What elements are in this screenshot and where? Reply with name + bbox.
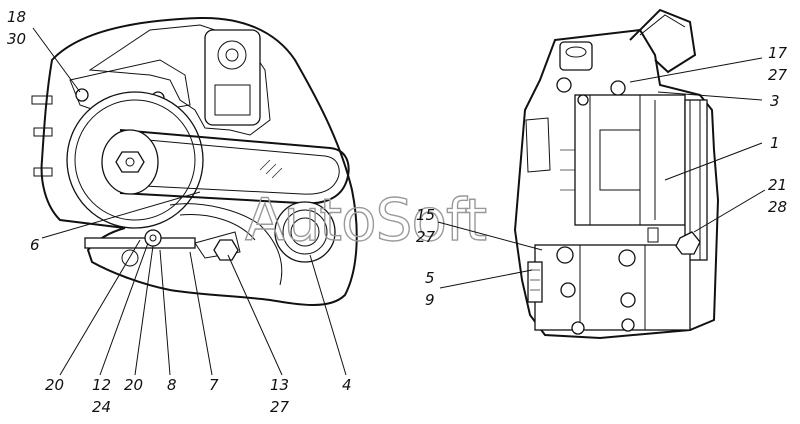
callout-9: 9 <box>425 291 435 309</box>
bracket-bolt-b <box>618 249 636 267</box>
callout-28: 28 <box>768 198 787 216</box>
upper-housing-bore <box>225 48 239 62</box>
drive-belt-inner <box>124 137 340 195</box>
adjusting-rod <box>84 237 196 249</box>
tension-nut <box>213 239 239 261</box>
callout-17: 17 <box>768 44 788 62</box>
callout-27-c: 27 <box>768 66 788 84</box>
upper-housing-boss <box>217 40 247 70</box>
adjusting-plate <box>194 231 241 259</box>
top-port-bore <box>565 46 587 58</box>
crank-pulley-inner <box>282 209 328 255</box>
upper-housing-flange <box>214 84 251 116</box>
pulley-nut-center <box>125 157 135 167</box>
pivot-bolt <box>75 88 89 102</box>
side-flange <box>525 117 551 173</box>
top-port <box>559 41 593 71</box>
tension-bolt-right <box>675 231 701 255</box>
engine-housing-outline <box>40 16 358 306</box>
alternator-body-ring <box>74 99 196 221</box>
left-assembly-view <box>31 16 358 306</box>
intake-pipe <box>629 8 697 74</box>
bracket-bolt-f <box>621 318 635 332</box>
bracket-bolt-e <box>571 321 585 335</box>
lock-plate <box>527 261 543 303</box>
lower-block-curve-2 <box>179 213 256 241</box>
bracket-bolt-a <box>556 246 574 264</box>
callout-20-a: 20 <box>45 376 64 394</box>
alternator-side-body <box>574 94 686 226</box>
watermark-text: AutoSoft <box>245 186 486 254</box>
right-housing-outline <box>513 28 720 340</box>
crank-pulley-hub <box>290 217 320 247</box>
callout-15: 15 <box>416 206 435 224</box>
tension-washer <box>647 227 659 243</box>
engine-block-detail <box>88 24 271 136</box>
callout-6: 6 <box>30 236 40 254</box>
upper-housing <box>204 29 261 126</box>
stud-3 <box>33 167 53 177</box>
callout-27-b: 27 <box>416 228 436 246</box>
callout-20-b: 20 <box>124 376 143 394</box>
bracket-bolt-d <box>620 292 636 308</box>
upper-nut-a <box>556 77 572 93</box>
callout-labels: 18 30 6 20 12 24 20 8 7 13 27 4 15 27 5 … <box>7 8 788 416</box>
callout-18: 18 <box>7 8 26 26</box>
upper-nut-b <box>610 80 626 96</box>
callout-3: 3 <box>770 92 780 110</box>
callout-4: 4 <box>342 376 352 394</box>
callout-27-a: 27 <box>270 398 290 416</box>
callout-5: 5 <box>425 269 435 287</box>
callout-24: 24 <box>92 398 111 416</box>
bracket-bolt-c <box>560 282 576 298</box>
callout-21: 21 <box>768 176 787 194</box>
intake-pipe-rim <box>639 14 686 36</box>
upper-nut-c <box>577 94 589 106</box>
callout-1: 1 <box>770 134 780 152</box>
pulley-nut <box>115 151 145 173</box>
callout-8: 8 <box>167 376 177 394</box>
stud-2 <box>33 127 53 137</box>
lower-bolt <box>121 249 139 267</box>
lower-block-curve <box>169 203 283 286</box>
stud-1 <box>31 95 53 105</box>
callout-7: 7 <box>209 376 219 394</box>
leader-lines <box>32 27 766 376</box>
rod-clamp-bore <box>149 234 157 242</box>
callout-12: 12 <box>92 376 111 394</box>
callout-30: 30 <box>7 30 26 48</box>
callout-13: 13 <box>270 376 289 394</box>
crank-pulley <box>274 201 336 263</box>
right-assembly-view <box>513 8 720 340</box>
alternator-window <box>599 129 641 191</box>
